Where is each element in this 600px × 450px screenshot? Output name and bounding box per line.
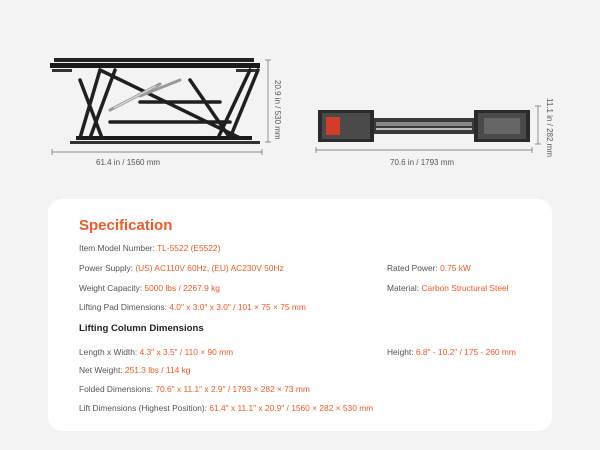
material-label: Material: — [387, 283, 420, 293]
height-row: Height: 6.8" - 10.2" / 175 - 260 mm — [387, 347, 516, 357]
item-model-row: Item Model Number: TL-5522 (E5522) — [79, 243, 220, 253]
length-width-label: Length x Width: — [79, 347, 138, 357]
specification-title: Specification — [79, 217, 173, 234]
lift-value: 61.4" x 11.1" x 20.9" / 1560 × 282 × 530… — [209, 403, 374, 413]
weight-capacity-row: Weight Capacity: 5000 lbs / 2267.9 kg — [79, 283, 220, 293]
power-supply-value: (US) AC110V 60Hz, (EU) AC230V 50Hz — [135, 263, 284, 273]
side-height-label: 20.9 in / 530 mm — [273, 80, 282, 140]
lift-side-view-diagram — [50, 58, 271, 155]
length-width-row: Length x Width: 4.3" x 3.5" / 110 × 90 m… — [79, 347, 233, 357]
lift-row: Lift Dimensions (Highest Position): 61.4… — [79, 403, 373, 413]
top-width-label: 70.6 in / 1793 mm — [390, 158, 455, 167]
folded-label: Folded Dimensions: — [79, 384, 154, 394]
lifting-pad-row: Lifting Pad Dimensions: 4.0" x 3.0" x 3.… — [79, 302, 306, 312]
item-model-label: Item Model Number: — [79, 243, 155, 253]
power-supply-row: Power Supply: (US) AC110V 60Hz, (EU) AC2… — [79, 263, 284, 273]
lifting-pad-value: 4.0" x 3.0" x 3.0" / 101 × 75 × 75 mm — [169, 302, 306, 312]
length-width-value: 4.3" x 3.5" / 110 × 90 mm — [139, 347, 234, 357]
height-value: 6.8" - 10.2" / 175 - 260 mm — [415, 347, 516, 357]
top-height-label: 11.1 in / 282 mm — [545, 98, 554, 157]
specification-card: Specification Item Model Number: TL-5522… — [48, 199, 552, 431]
folded-row: Folded Dimensions: 70.6" x 11.1" x 2.9" … — [79, 384, 310, 394]
weight-capacity-label: Weight Capacity: — [79, 283, 143, 293]
rated-power-value: 0.75 kW — [440, 263, 471, 273]
lifting-pad-label: Lifting Pad Dimensions: — [79, 302, 167, 312]
lift-label: Lift Dimensions (Highest Position): — [79, 403, 208, 413]
weight-capacity-value: 5000 lbs / 2267.9 kg — [144, 283, 220, 293]
rated-power-label: Rated Power: — [387, 263, 438, 273]
lifting-column-title: Lifting Column Dimensions — [79, 323, 204, 334]
material-row: Material: Carbon Structural Steel — [387, 283, 509, 293]
power-supply-label: Power Supply: — [79, 263, 133, 273]
rated-power-row: Rated Power: 0.75 kW — [387, 263, 471, 273]
item-model-value: TL-5522 (E5522) — [157, 243, 221, 253]
net-weight-label: Net Weight: — [79, 365, 123, 375]
net-weight-value: 251.3 lbs / 114 kg — [124, 365, 191, 375]
lift-top-view-diagram — [315, 105, 541, 153]
net-weight-row: Net Weight: 251.3 lbs / 114 kg — [79, 365, 190, 375]
height-label: Height: — [387, 347, 414, 357]
material-value: Carbon Structural Steel — [421, 283, 509, 293]
folded-value: 70.6" x 11.1" x 2.9" / 1793 × 282 × 73 m… — [155, 384, 310, 394]
side-width-label: 61.4 in / 1560 mm — [96, 158, 161, 167]
